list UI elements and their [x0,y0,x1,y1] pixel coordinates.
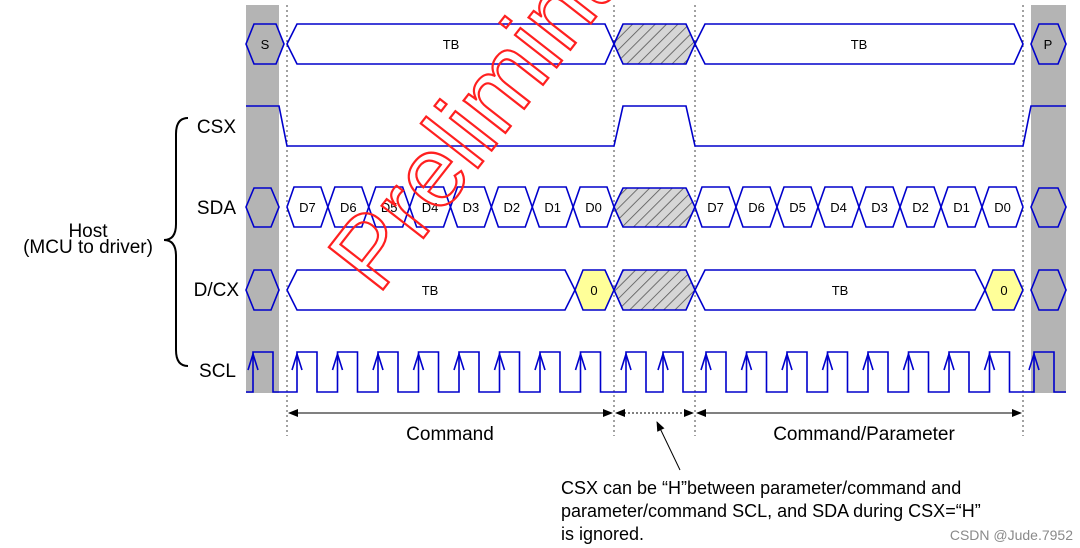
scl-edge-arrow [821,351,834,371]
scl-waveform [246,351,1066,393]
scl-edge-arrow [983,351,996,371]
csx-waveform [246,105,1066,147]
scl-rising-edge-arrows [247,351,1040,371]
sda-bit-label: D7 [299,200,316,215]
sda-bit-label: D2 [504,200,521,215]
tb-label-top-left: TB [443,37,460,52]
sda-bit-label: D4 [422,200,439,215]
host-brace [163,117,189,367]
boundary-lines [286,5,1024,436]
hatched-cell-sda [613,187,696,228]
scl-edge-arrow [453,351,465,371]
command-span-label: Command [406,424,494,445]
sda-bit-label: D1 [544,200,561,215]
sda-bit-cell [572,186,615,228]
scl-edge-arrow [781,351,793,371]
start-cell [245,23,285,65]
stop-cell [1030,23,1067,65]
scl-edge-arrow [740,351,753,371]
sda-bit-label: D6 [748,200,765,215]
scl-edge-arrow [331,351,344,371]
sda-bit-label: D7 [707,200,724,215]
csdn-credit: CSDN @Jude.7952 [950,527,1073,543]
sda-bit-label: D3 [463,200,480,215]
scl-edge-arrow [574,351,587,371]
dcx-label: D/CX [194,280,240,301]
scl-edge-arrow [620,351,632,371]
stop-label: P [1044,37,1053,52]
sda-bit-label: D3 [871,200,888,215]
sda-row [245,187,1067,228]
dcx-zero-label-left: 0 [590,283,597,298]
scl-edge-arrow [534,351,546,371]
scl-edge-arrow [943,351,955,371]
sda-bit-label: D0 [585,200,602,215]
dcx-tb-label-right: TB [832,283,849,298]
sda-bit-label: D6 [340,200,357,215]
scl-label: SCL [199,361,236,382]
sda-bit-label: D0 [994,200,1011,215]
tb-label-top-right: TB [851,37,868,52]
hatched-cell-dcx [613,269,696,311]
sda-bits-left: D7 D6 D5 D4 D3 D2 D1 D0 [286,186,615,228]
tb-cell-right [694,23,1024,65]
hatched-cell-top [613,23,696,65]
csx-label: CSX [197,117,236,138]
dcx-zero-cell-right [984,269,1024,311]
note-line-1: CSX can be “H”between parameter/command … [561,478,961,498]
sda-bit-label: D2 [912,200,929,215]
sda-label: SDA [197,198,236,219]
sda-bits-right: D7 D6 D5 D4 D3 D2 D1 D0 [694,186,1024,228]
frame-row [245,23,1067,65]
scl-edge-arrow [291,351,303,371]
scl-edge-arrow [1028,351,1040,371]
command-parameter-span-label: Command/Parameter [773,424,955,445]
sda-bit-label: D5 [381,200,398,215]
scl-edge-arrow [372,351,384,371]
scl-edge-arrow [657,351,669,371]
note-pointer-arrow [656,421,681,471]
sda-bit-label: D4 [830,200,847,215]
sda-bit-cell [981,186,1024,228]
dcx-row [245,269,1067,311]
note-line-2: parameter/command SCL, and SDA during CS… [561,501,981,521]
scl-edge-arrow [247,351,259,371]
host-label: Host [68,221,108,242]
sda-bit-label: D5 [789,200,806,215]
scl-edge-arrow [493,351,506,371]
scl-edge-arrow [862,351,874,371]
dcx-zero-label-right: 0 [1000,283,1007,298]
note-line-3: is ignored. [561,524,644,544]
scl-edge-arrow [700,351,712,371]
host-sublabel: (MCU to driver) [23,237,153,258]
scl-edge-arrow [412,351,425,371]
dcx-tb-label-left: TB [422,283,439,298]
start-label: S [261,37,270,52]
sda-bit-label: D1 [953,200,970,215]
scl-edge-arrow [902,351,915,371]
